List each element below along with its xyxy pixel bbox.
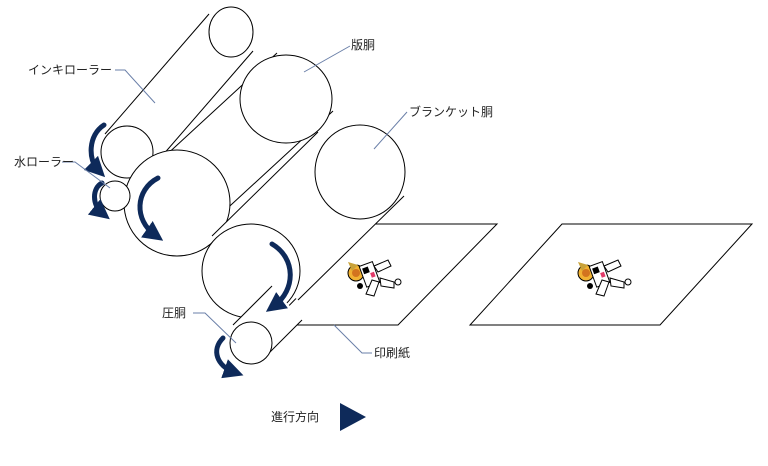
paper-sheet-2 bbox=[468, 223, 754, 326]
water-roller-rotation-arrow bbox=[87, 180, 110, 220]
plate-cylinder-leader bbox=[303, 45, 351, 73]
impression-cylinder-leader bbox=[193, 312, 237, 344]
ink-roller-leader bbox=[115, 69, 156, 104]
impression-cylinder-rotation-arrow bbox=[214, 335, 244, 379]
ink-roller-rotation-arrow bbox=[83, 122, 107, 178]
water-roller-cylinder bbox=[99, 180, 131, 212]
water-roller-leader bbox=[62, 161, 111, 189]
impression-cylinder-label: 圧胴 bbox=[162, 306, 187, 320]
printing-paper-leader bbox=[333, 324, 372, 354]
blanket-cylinder-label: ブランケット胴 bbox=[409, 105, 494, 119]
printed-image-2 bbox=[577, 259, 632, 297]
leader-lines bbox=[62, 45, 408, 354]
water-roller-label: 水ローラー bbox=[14, 155, 75, 169]
direction-arrow-icon bbox=[340, 403, 366, 431]
printed-image-1 bbox=[347, 259, 402, 297]
rotation-arrows bbox=[83, 122, 293, 379]
ink-roller-cylinder bbox=[100, 6, 254, 179]
ink-roller-label: インキローラー bbox=[28, 63, 113, 77]
blanket-cylinder-rotation-arrow bbox=[265, 241, 293, 312]
printing-paper-label: 印刷紙 bbox=[374, 346, 411, 360]
plate-cylinder-rotation-arrow bbox=[137, 175, 164, 241]
plate-cylinder-label: 版胴 bbox=[351, 38, 376, 52]
direction-label: 進行方向 bbox=[271, 410, 320, 424]
blanket-cylinder-leader bbox=[373, 111, 408, 150]
